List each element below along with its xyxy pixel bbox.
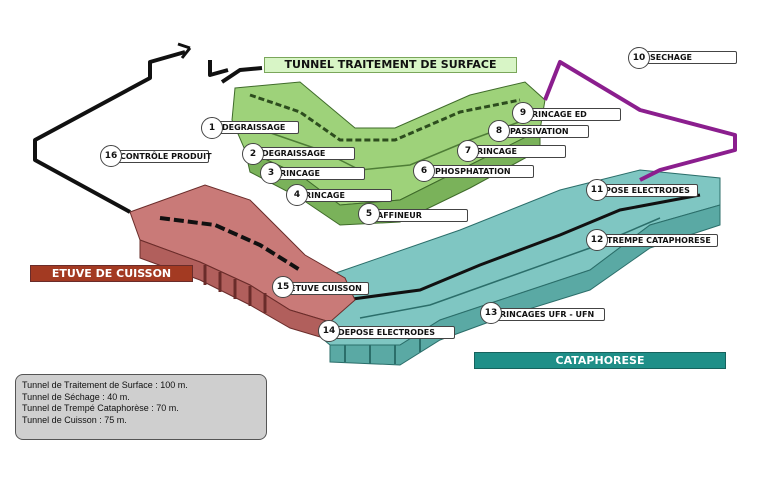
station-16-label: CONTRÔLE PRODUIT — [115, 150, 212, 163]
cataphoresis-tunnel — [299, 169, 721, 366]
drying-conveyor — [543, 60, 737, 182]
station-15-number: 15 — [272, 276, 294, 298]
return-conveyor — [33, 42, 263, 214]
station-14-number: 14 — [318, 320, 340, 342]
info-line-cataphoresis: Tunnel de Trempé Cataphorèse : 70 m. — [22, 403, 179, 413]
station-7-label: RINCAGE — [472, 145, 566, 158]
station-14-label: DEPOSE ELECTRODES — [333, 326, 455, 339]
info-line-surface: Tunnel de Traitement de Surface : 100 m. — [22, 380, 188, 390]
cataphorese-banner: CATAPHORESE — [474, 352, 726, 369]
station-13-label: RINCAGES UFR - UFN — [495, 308, 605, 321]
station-1-number: 1 — [201, 117, 223, 139]
station-3-label: RINCAGE — [275, 167, 365, 180]
station-4-number: 4 — [286, 184, 308, 206]
station-15-label: ETUVE CUISSON — [285, 282, 369, 295]
station-5-number: 5 — [358, 203, 380, 225]
station-13-number: 13 — [480, 302, 502, 324]
info-line-drying: Tunnel de Séchage : 40 m. — [22, 391, 130, 402]
station-3-number: 3 — [260, 162, 282, 184]
station-6-number: 6 — [413, 160, 435, 182]
station-11-number: 11 — [586, 179, 608, 201]
tunnel-banner: TUNNEL TRAITEMENT DE SURFACE — [264, 57, 517, 73]
station-7-number: 7 — [457, 140, 479, 162]
station-11-label: POSE ELECTRODES — [600, 184, 698, 197]
station-9-number: 9 — [512, 102, 534, 124]
station-12-number: 12 — [586, 229, 608, 251]
station-1-label: DEGRAISSAGE — [217, 121, 299, 134]
station-6-label: PHOSPHATATION — [430, 165, 534, 178]
station-8-number: 8 — [488, 120, 510, 142]
station-8-label: PASSIVATION — [505, 125, 589, 138]
station-16-number: 16 — [100, 145, 122, 167]
info-line-curing: Tunnel de Cuisson : 75 m. — [22, 414, 127, 425]
tunnel-lengths-box: Tunnel de Traitement de Surface : 100 m.… — [15, 374, 267, 440]
etuve-banner: ETUVE DE CUISSON — [30, 265, 193, 282]
station-10-label: SECHAGE — [645, 51, 737, 64]
station-9-label: RINCAGE ED — [527, 108, 621, 121]
station-2-label: DEGRAISSAGE — [257, 147, 355, 160]
station-5-label: AFFINEUR — [372, 209, 468, 222]
station-4-label: RINCAGE — [300, 189, 392, 202]
station-10-number: 10 — [628, 47, 650, 69]
station-2-number: 2 — [242, 143, 264, 165]
station-12-label: TREMPE CATAPHORESE — [602, 234, 718, 247]
